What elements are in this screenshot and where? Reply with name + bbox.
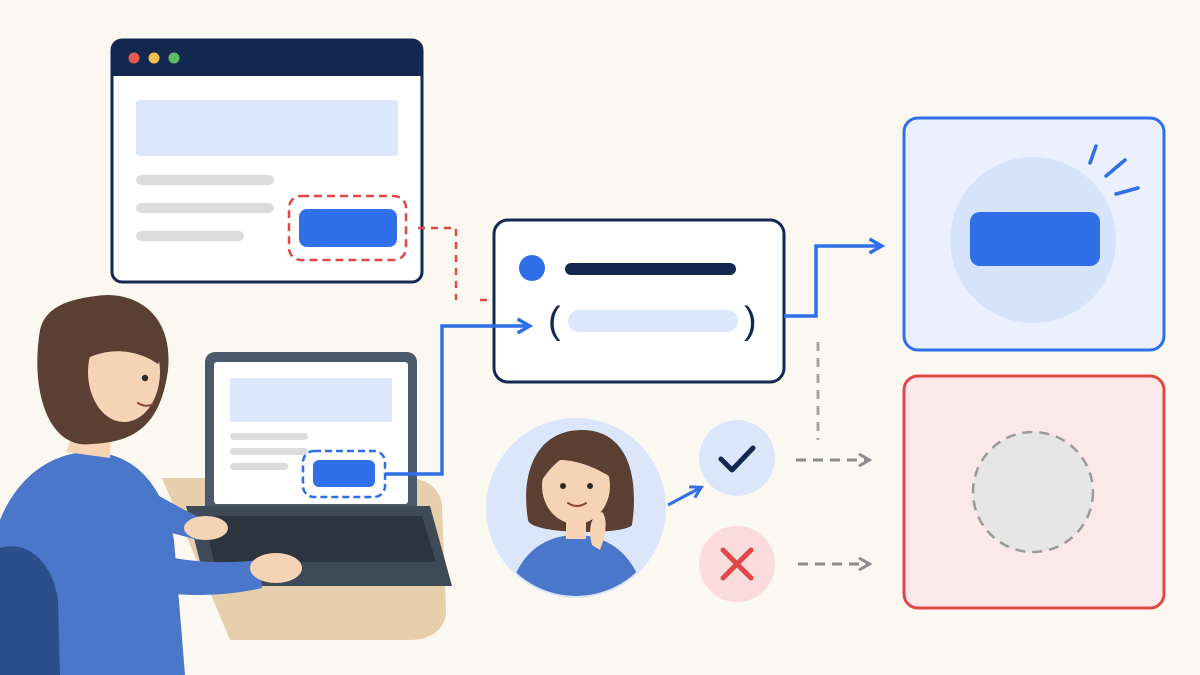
text-line-2 [136,203,274,213]
target-button[interactable] [299,209,397,247]
arrow-to-success [784,237,886,318]
person-icon [0,294,302,675]
text-line-1 [136,175,274,185]
failure-panel [902,374,1166,610]
check-icon [699,420,775,496]
paren-close: ) [744,300,757,342]
thinking-person-icon [486,418,666,598]
browser-window [110,38,424,284]
action-title-bar [565,263,736,275]
success-panel [902,116,1166,352]
chair [0,546,60,675]
window-titlebar [112,40,422,76]
x-icon [699,526,775,602]
laptop-target-button [313,460,375,487]
laptop-icon [186,352,452,586]
target-highlight-dashed [287,194,408,262]
arrow-avatar-to-check [667,485,704,507]
click-burst-lines [1088,144,1140,196]
success-button [970,212,1100,266]
empty-dashed-circle [971,430,1095,554]
paren-open: ( [548,300,561,342]
close-dot [128,52,140,64]
action-card: ( ) [492,218,786,384]
laptop-screen-banner [230,378,392,422]
maximize-dot [168,52,180,64]
arrow-laptop-to-card [385,317,534,476]
text-line-3 [136,231,244,241]
action-param-bar [568,310,738,332]
header-banner-placeholder [136,100,398,156]
laptop-keyboard [204,516,436,562]
red-dashed-connector [418,226,494,302]
minimize-dot [148,52,160,64]
status-dot [519,255,545,281]
